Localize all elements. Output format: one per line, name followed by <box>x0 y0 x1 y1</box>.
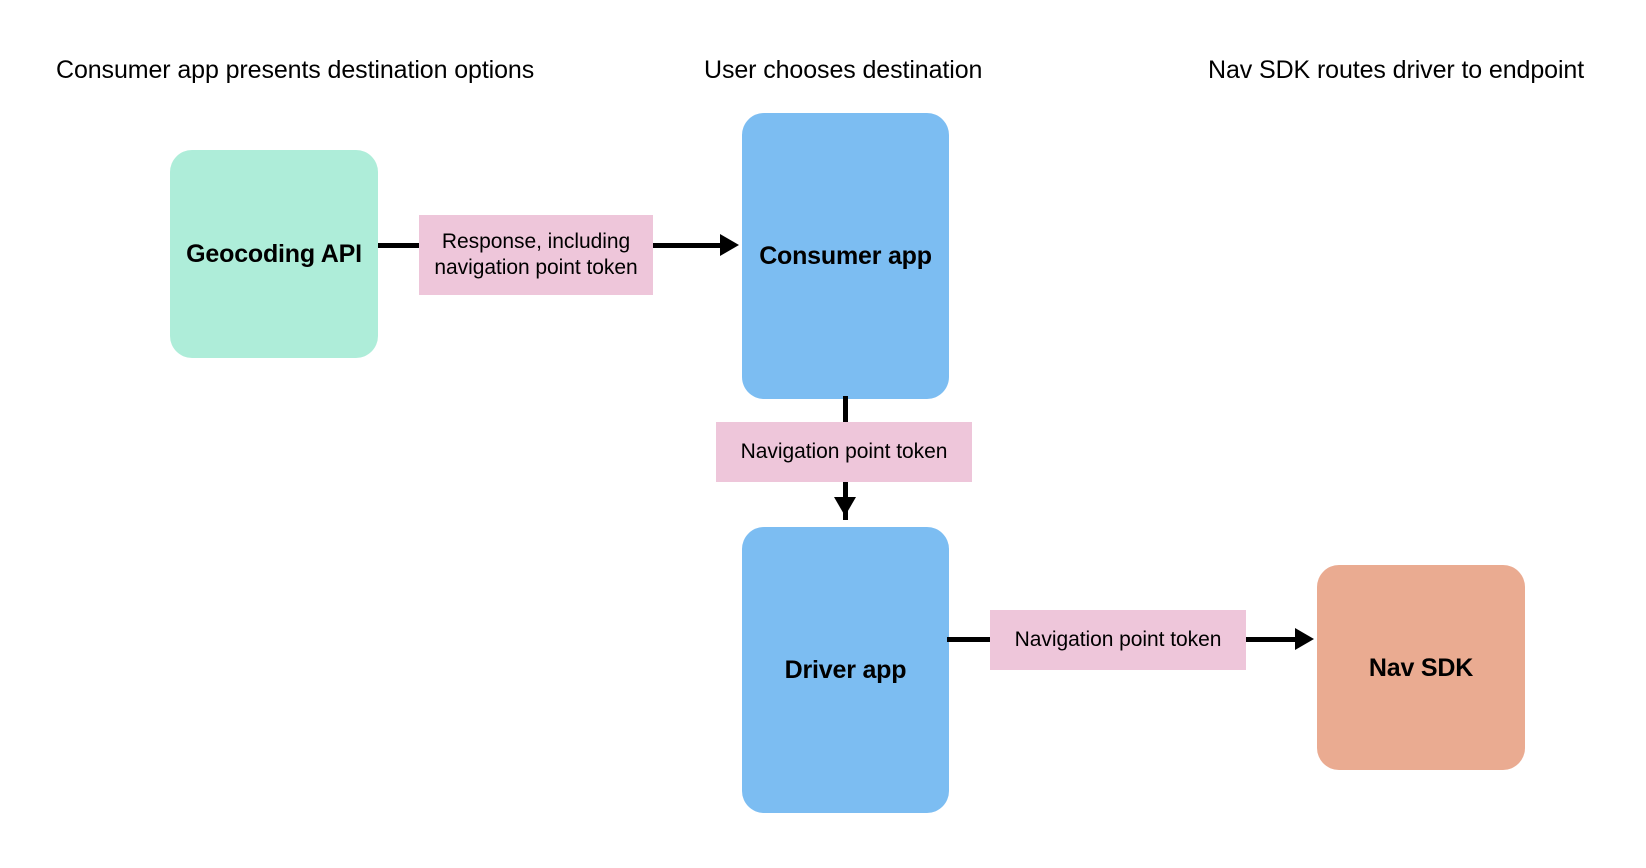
node-consumer-app[interactable]: Consumer app <box>742 113 949 399</box>
edge-label-response-including-navigation-point-token: Response, including navigation point tok… <box>419 215 653 295</box>
edge-label-response-text: Response, including navigation point tok… <box>434 230 638 279</box>
node-nav-sdk[interactable]: Nav SDK <box>1317 565 1525 770</box>
edge-consumer-to-driver-line-top <box>843 396 848 426</box>
edge-label-navigation-point-token-text: Navigation point token <box>1014 628 1222 651</box>
column-header-user-chooses: User chooses destination <box>704 56 983 84</box>
edge-label-navigation-point-token-text: Navigation point token <box>740 440 948 463</box>
node-geocoding-api-label: Geocoding API <box>186 240 362 268</box>
arrowhead-right-icon <box>720 234 739 256</box>
column-header-consumer-app: Consumer app presents destination option… <box>56 56 535 84</box>
node-driver-app[interactable]: Driver app <box>742 527 949 813</box>
node-geocoding-api[interactable]: Geocoding API <box>170 150 378 358</box>
edge-driver-to-navsdk-line-right <box>1243 637 1295 642</box>
edge-geocoding-to-consumer-line-right <box>650 243 722 248</box>
column-header-nav-sdk: Nav SDK routes driver to endpoint <box>1208 56 1585 84</box>
node-driver-app-label: Driver app <box>784 656 907 684</box>
edge-label-navigation-point-token-consumer-driver: Navigation point token <box>716 422 972 482</box>
arrowhead-right-icon <box>1295 628 1314 650</box>
node-consumer-app-label: Consumer app <box>759 242 932 270</box>
node-nav-sdk-label: Nav SDK <box>1368 653 1474 682</box>
edge-driver-to-navsdk-line-left <box>947 637 993 642</box>
edge-label-navigation-point-token-driver-navsdk: Navigation point token <box>990 610 1246 670</box>
edge-geocoding-to-consumer-line-left <box>378 243 423 248</box>
arrowhead-down-icon <box>834 497 856 516</box>
